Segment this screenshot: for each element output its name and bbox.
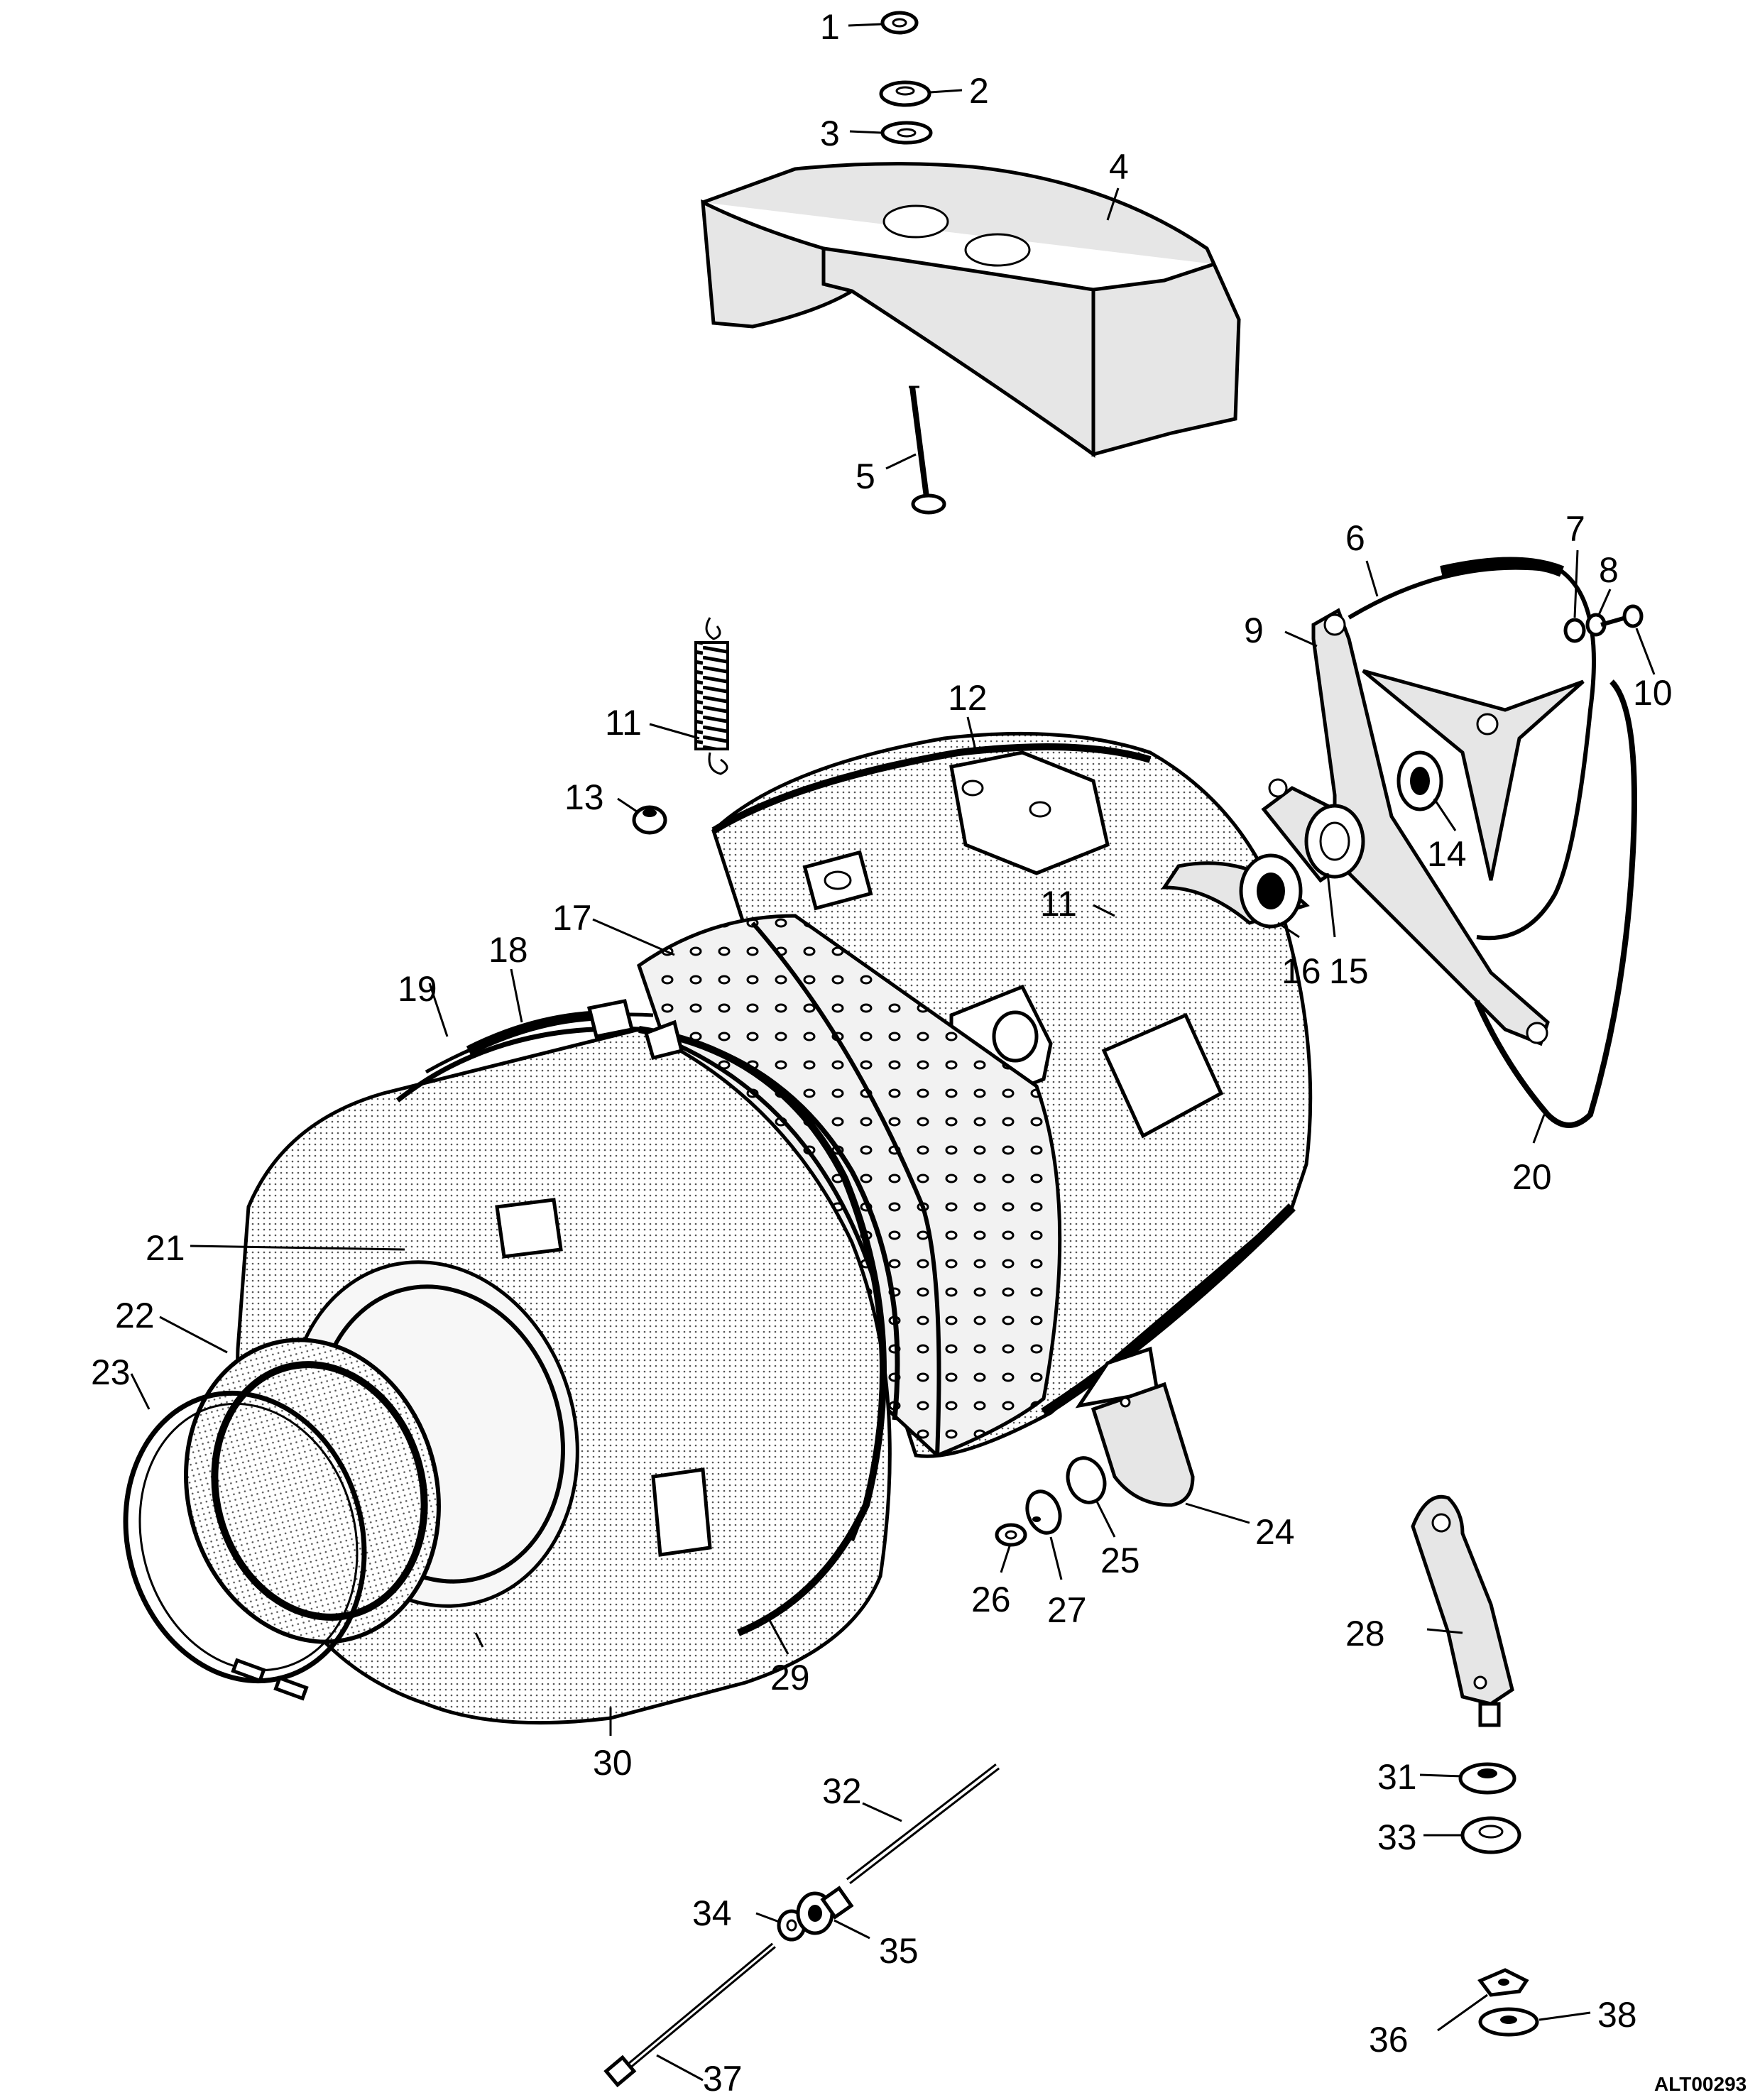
part-36-clip: [1477, 1968, 1529, 1997]
part-18-clamp-band: [466, 999, 684, 1061]
callout-23: 23: [91, 1352, 131, 1392]
part-2-spacer: [879, 80, 931, 107]
part-35-gear-nut: [796, 1886, 854, 1935]
callout-32: 32: [822, 1771, 862, 1811]
callout-31: 31: [1377, 1757, 1417, 1797]
callout-38: 38: [1597, 1995, 1637, 2035]
callout-4: 4: [1109, 147, 1129, 187]
part-37-long-bolt: [603, 1942, 776, 2088]
callout-11-right: 11: [1040, 884, 1077, 924]
part-7-washer: [1563, 618, 1586, 643]
part-16-seal: [1239, 853, 1303, 929]
callout-22: 22: [115, 1296, 155, 1335]
part-23-clamp-ring: [123, 1390, 367, 1701]
part-20-drive-belt: [1474, 679, 1637, 1128]
leader-lines: [130, 23, 1656, 2082]
part-25-cap: [1066, 1456, 1107, 1504]
part-31-bushing: [1458, 1762, 1516, 1795]
document-id: ALT00293: [1654, 2073, 1747, 2095]
callout-11-left: 11: [605, 703, 642, 743]
callout-17: 17: [552, 898, 592, 938]
callout-19: 19: [398, 969, 437, 1009]
part-14-bearing: [1396, 750, 1443, 811]
callout-35: 35: [879, 1931, 919, 1971]
part-27-cap: [1025, 1489, 1062, 1535]
part-1-nut: [880, 11, 919, 35]
callout-15: 15: [1329, 951, 1369, 991]
callout-28: 28: [1345, 1614, 1385, 1653]
callout-1: 1: [820, 7, 840, 47]
part-32-rod: [846, 1763, 1000, 1884]
part-28-damper-arm: [1411, 1495, 1514, 1727]
callout-3: 3: [820, 114, 840, 153]
callout-6: 6: [1345, 518, 1365, 558]
callout-7: 7: [1565, 509, 1585, 549]
callout-5: 5: [856, 456, 875, 496]
callout-8: 8: [1599, 550, 1619, 590]
callout-33: 33: [1377, 1817, 1417, 1857]
part-38-washer: [1478, 2007, 1539, 2037]
callout-9: 9: [1244, 611, 1264, 650]
callout-25: 25: [1100, 1541, 1140, 1580]
part-26-washer: [995, 1523, 1027, 1547]
callout-21: 21: [146, 1228, 185, 1268]
callout-16: 16: [1281, 951, 1321, 991]
callout-14: 14: [1427, 834, 1467, 874]
part-33-nut: [1460, 1816, 1521, 1854]
callout-12: 12: [948, 678, 988, 718]
callout-27: 27: [1047, 1590, 1087, 1630]
part-13-plug: [632, 805, 667, 835]
callout-37: 37: [703, 2059, 743, 2099]
callout-26: 26: [971, 1580, 1011, 1619]
callout-13: 13: [564, 777, 604, 817]
part-11-spring-left: [694, 617, 729, 775]
part-15-bearing: [1304, 804, 1365, 879]
callout-34: 34: [692, 1893, 732, 1933]
callout-2: 2: [969, 71, 989, 111]
callout-30: 30: [593, 1743, 633, 1783]
callout-36: 36: [1369, 2020, 1409, 2060]
part-4-counterweight: [701, 162, 1241, 458]
part-3-washer: [880, 121, 933, 145]
callout-24: 24: [1255, 1512, 1295, 1552]
part-29-seal: [638, 1026, 887, 1636]
part-5-bolt: [909, 385, 946, 515]
callout-20: 20: [1512, 1157, 1552, 1197]
callout-10: 10: [1633, 673, 1673, 713]
callout-18: 18: [488, 930, 528, 970]
part-10-screw: [1600, 604, 1644, 628]
part-24-housing-lug: [1091, 1382, 1195, 1507]
callout-labels: 1 2 3 4 5 6 7 8 9 10 11 11 12 13 14 15 1…: [91, 7, 1673, 2099]
part-6-pulley: [1348, 557, 1596, 941]
callout-29: 29: [770, 1658, 810, 1697]
